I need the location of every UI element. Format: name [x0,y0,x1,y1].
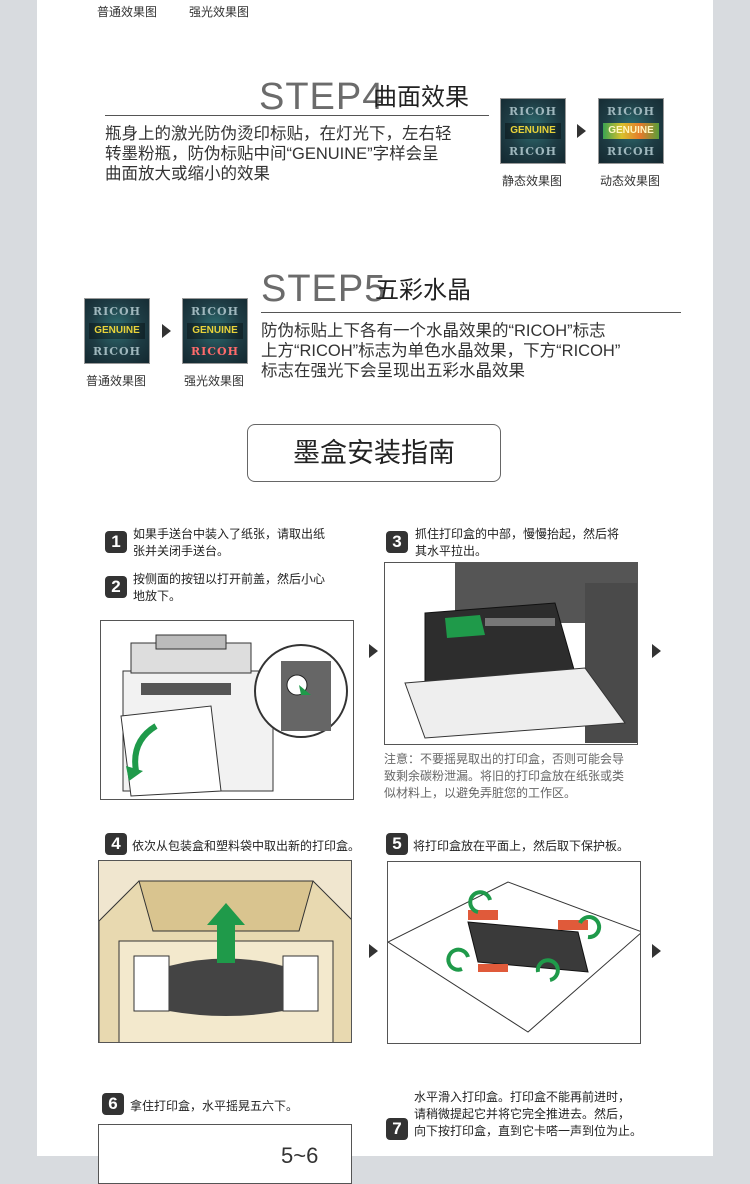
step-number-7: 7 [386,1118,408,1140]
arrow-right-icon [162,324,171,338]
step-2-line-1: 按侧面的按钮以打开前盖，然后小心 [133,572,326,586]
step5-line-2: 上方“RICOH”标志为单色水晶效果，下方“RICOH” [261,342,621,360]
hologram-middle-text: GENUINE [505,123,561,139]
step-4-line-1: 依次从包装盒和塑料袋中取出新的打印盒。 [132,839,361,853]
caution-line-1: 注意：不要摇晃取出的打印盒，否则可能会导 [384,752,625,766]
step5-divider [261,312,681,313]
arrow-right-icon [577,124,586,138]
shake-cartridge-illustration: 5~6 [98,1124,352,1184]
step4-line-3: 曲面放大或缩小的效果 [105,165,270,183]
shake-count-label: 5~6 [281,1143,319,1168]
step4-divider [105,115,489,116]
step-6-instruction: 拿住打印盒，水平摇晃五六下。 [130,1098,298,1115]
step-5-instruction: 将打印盒放在平面上，然后取下保护板。 [413,838,629,855]
hologram-middle-text: GENUINE [89,323,145,339]
arrow-right-icon [369,644,378,658]
hologram-top-text: RICOH [606,105,656,118]
step5-title: 五彩水晶 [375,277,471,304]
step-7-line-1: 水平滑入打印盒。打印盒不能再前进时， [414,1090,631,1104]
step-7-line-3: 向下按打印盒，直到它卡嗒一声到位为止。 [414,1124,643,1138]
step-1-line-2: 张并关闭手送台。 [133,544,230,558]
hologram-bottom-text: RICOH [508,145,558,158]
step-number-1: 1 [105,531,127,553]
remove-cartridge-illustration [384,562,638,745]
step-1-line-1: 如果手送台中装入了纸张，请取出纸 [133,527,326,541]
page: 普通效果图 强光效果图 STEP4 曲面效果 瓶身上的激光防伪烫印标贴，在灯光下… [37,0,713,1184]
step-3-line-1: 抓住打印盒的中部，慢慢抬起，然后将 [415,527,620,541]
caution-line-2: 致剩余碳粉泄漏。将旧的打印盒放在纸张或类 [384,769,625,783]
hologram-top-text: RICOH [92,305,142,318]
step-number-6: 6 [102,1093,124,1115]
bright-caption: 强光效果图 [184,374,245,388]
step4-line-2: 转墨粉瓶，防伪标贴中间“GENUINE”字样会呈 [105,145,439,163]
hologram-bottom-text: RICOH [190,345,240,358]
hologram-normal-image: RICOH GENUINE RICOH [84,298,150,364]
printer-open-cover-illustration [100,620,354,800]
step-number-2: 2 [105,576,127,598]
step-2-instruction: 按侧面的按钮以打开前盖，然后小心 地放下。 [133,571,325,605]
static-caption: 静态效果图 [502,174,563,188]
step-3-instruction: 抓住打印盒的中部，慢慢抬起，然后将 其水平拉出。 [415,526,619,560]
step5-number: STEP5 [261,268,387,310]
step5-line-1: 防伪标贴上下各有一个水晶效果的“RICOH”标志 [261,322,606,340]
top-caption-bright: 强光效果图 [189,5,250,19]
dynamic-caption: 动态效果图 [600,174,661,188]
guide-title: 墨盒安装指南 [247,424,501,482]
step-2-line-2: 地放下。 [133,589,182,603]
arrow-right-icon [652,944,661,958]
hologram-top-text: RICOH [190,305,240,318]
hologram-bottom-text: RICOH [606,145,656,158]
hologram-dynamic-image: RICOH GENUINE RICOH [598,98,664,164]
remove-protective-cover-illustration [387,861,641,1044]
step-7-instruction: 水平滑入打印盒。打印盒不能再前进时， 请稍微提起它并将它完全推进去。然后， 向下… [414,1089,642,1140]
top-caption-normal: 普通效果图 [97,5,158,19]
caution-line-3: 似材料上，以避免弄脏您的工作区。 [384,786,577,800]
step-1-instruction: 如果手送台中装入了纸张，请取出纸 张并关闭手送台。 [133,526,325,560]
normal-caption: 普通效果图 [86,374,147,388]
arrow-right-icon [652,644,661,658]
hologram-top-text: RICOH [508,105,558,118]
step-5-line-1: 将打印盒放在平面上，然后取下保护板。 [413,839,630,853]
hologram-bright-image: RICOH GENUINE RICOH [182,298,248,364]
step-number-5: 5 [386,833,408,855]
step5-line-3: 标志在强光下会呈现出五彩水晶效果 [261,362,525,380]
step-number-4: 4 [105,833,127,855]
hologram-bottom-text: RICOH [92,345,142,358]
step-6-line-1: 拿住打印盒，水平摇晃五六下。 [130,1099,299,1113]
arrow-right-icon [369,944,378,958]
caution-note: 注意：不要摇晃取出的打印盒，否则可能会导 致剩余碳粉泄漏。将旧的打印盒放在纸张或… [384,751,624,802]
unpack-cartridge-illustration [98,860,352,1043]
step5-description: 防伪标贴上下各有一个水晶效果的“RICOH”标志 上方“RICOH”标志为单色水… [261,321,701,381]
step4-description: 瓶身上的激光防伪烫印标贴，在灯光下，左右轻 转墨粉瓶，防伪标贴中间“GENUIN… [105,124,505,184]
hologram-static-image: RICOH GENUINE RICOH [500,98,566,164]
step4-line-1: 瓶身上的激光防伪烫印标贴，在灯光下，左右轻 [105,125,452,143]
step-number-3: 3 [386,531,408,553]
step-3-line-2: 其水平拉出。 [415,544,488,558]
step4-number: STEP4 [259,76,385,118]
step-7-line-2: 请稍微提起它并将它完全推进去。然后， [414,1107,631,1121]
hologram-middle-text: GENUINE [187,323,243,339]
step4-title: 曲面效果 [373,84,469,111]
step-4-instruction: 依次从包装盒和塑料袋中取出新的打印盒。 [132,838,360,855]
hologram-middle-text: GENUINE [603,123,659,139]
